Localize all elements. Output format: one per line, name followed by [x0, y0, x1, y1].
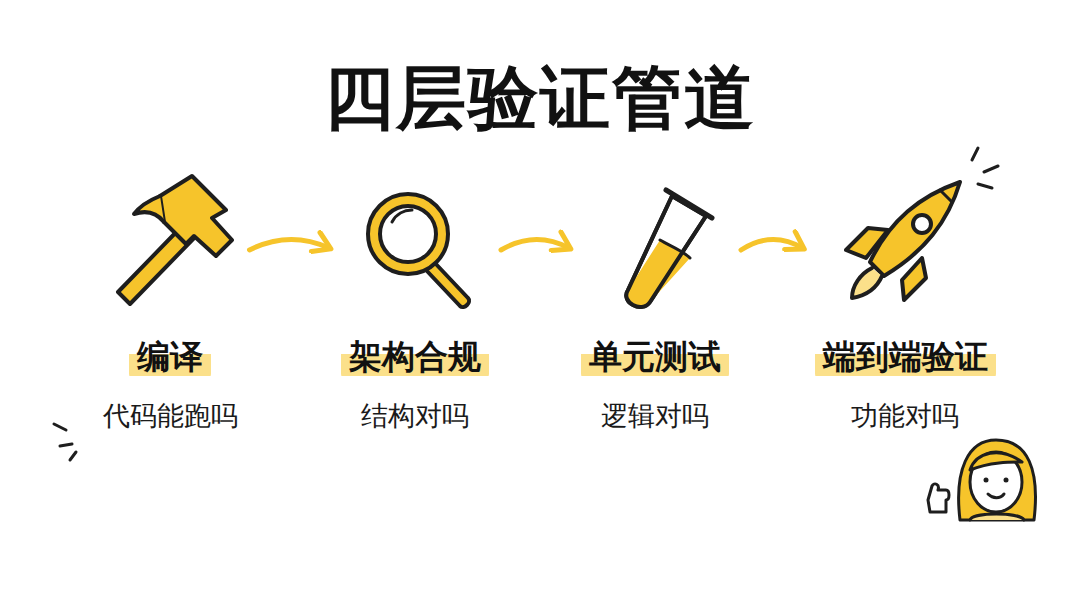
- stage-question: 结构对吗: [333, 398, 497, 434]
- stage-label: 编译: [129, 335, 211, 380]
- stage-question: 功能对吗: [807, 398, 1004, 434]
- flow-arrow: [741, 239, 803, 250]
- test-tube-icon: [626, 190, 712, 307]
- diagram-title: 四层验证管道: [0, 52, 1080, 146]
- magnifier-icon: [368, 194, 469, 307]
- stage-label: 单元测试: [581, 335, 729, 380]
- stage-node: 架构合规结构对吗: [333, 185, 497, 434]
- rocket-icon: [846, 182, 960, 300]
- hammer-icon: [118, 176, 232, 304]
- flow-arrow: [250, 239, 330, 250]
- flow-arrow: [501, 239, 569, 250]
- stage-label: 端到端验证: [815, 335, 996, 380]
- stage-label: 架构合规: [341, 335, 489, 380]
- stage-question: 代码能跑吗: [95, 398, 246, 434]
- stage-node: 端到端验证功能对吗: [807, 185, 1004, 434]
- girl-figure: [928, 440, 1035, 520]
- stage-node: 编译代码能跑吗: [95, 185, 246, 434]
- stage-node: 单元测试逻辑对吗: [573, 185, 737, 434]
- stage-question: 逻辑对吗: [573, 398, 737, 434]
